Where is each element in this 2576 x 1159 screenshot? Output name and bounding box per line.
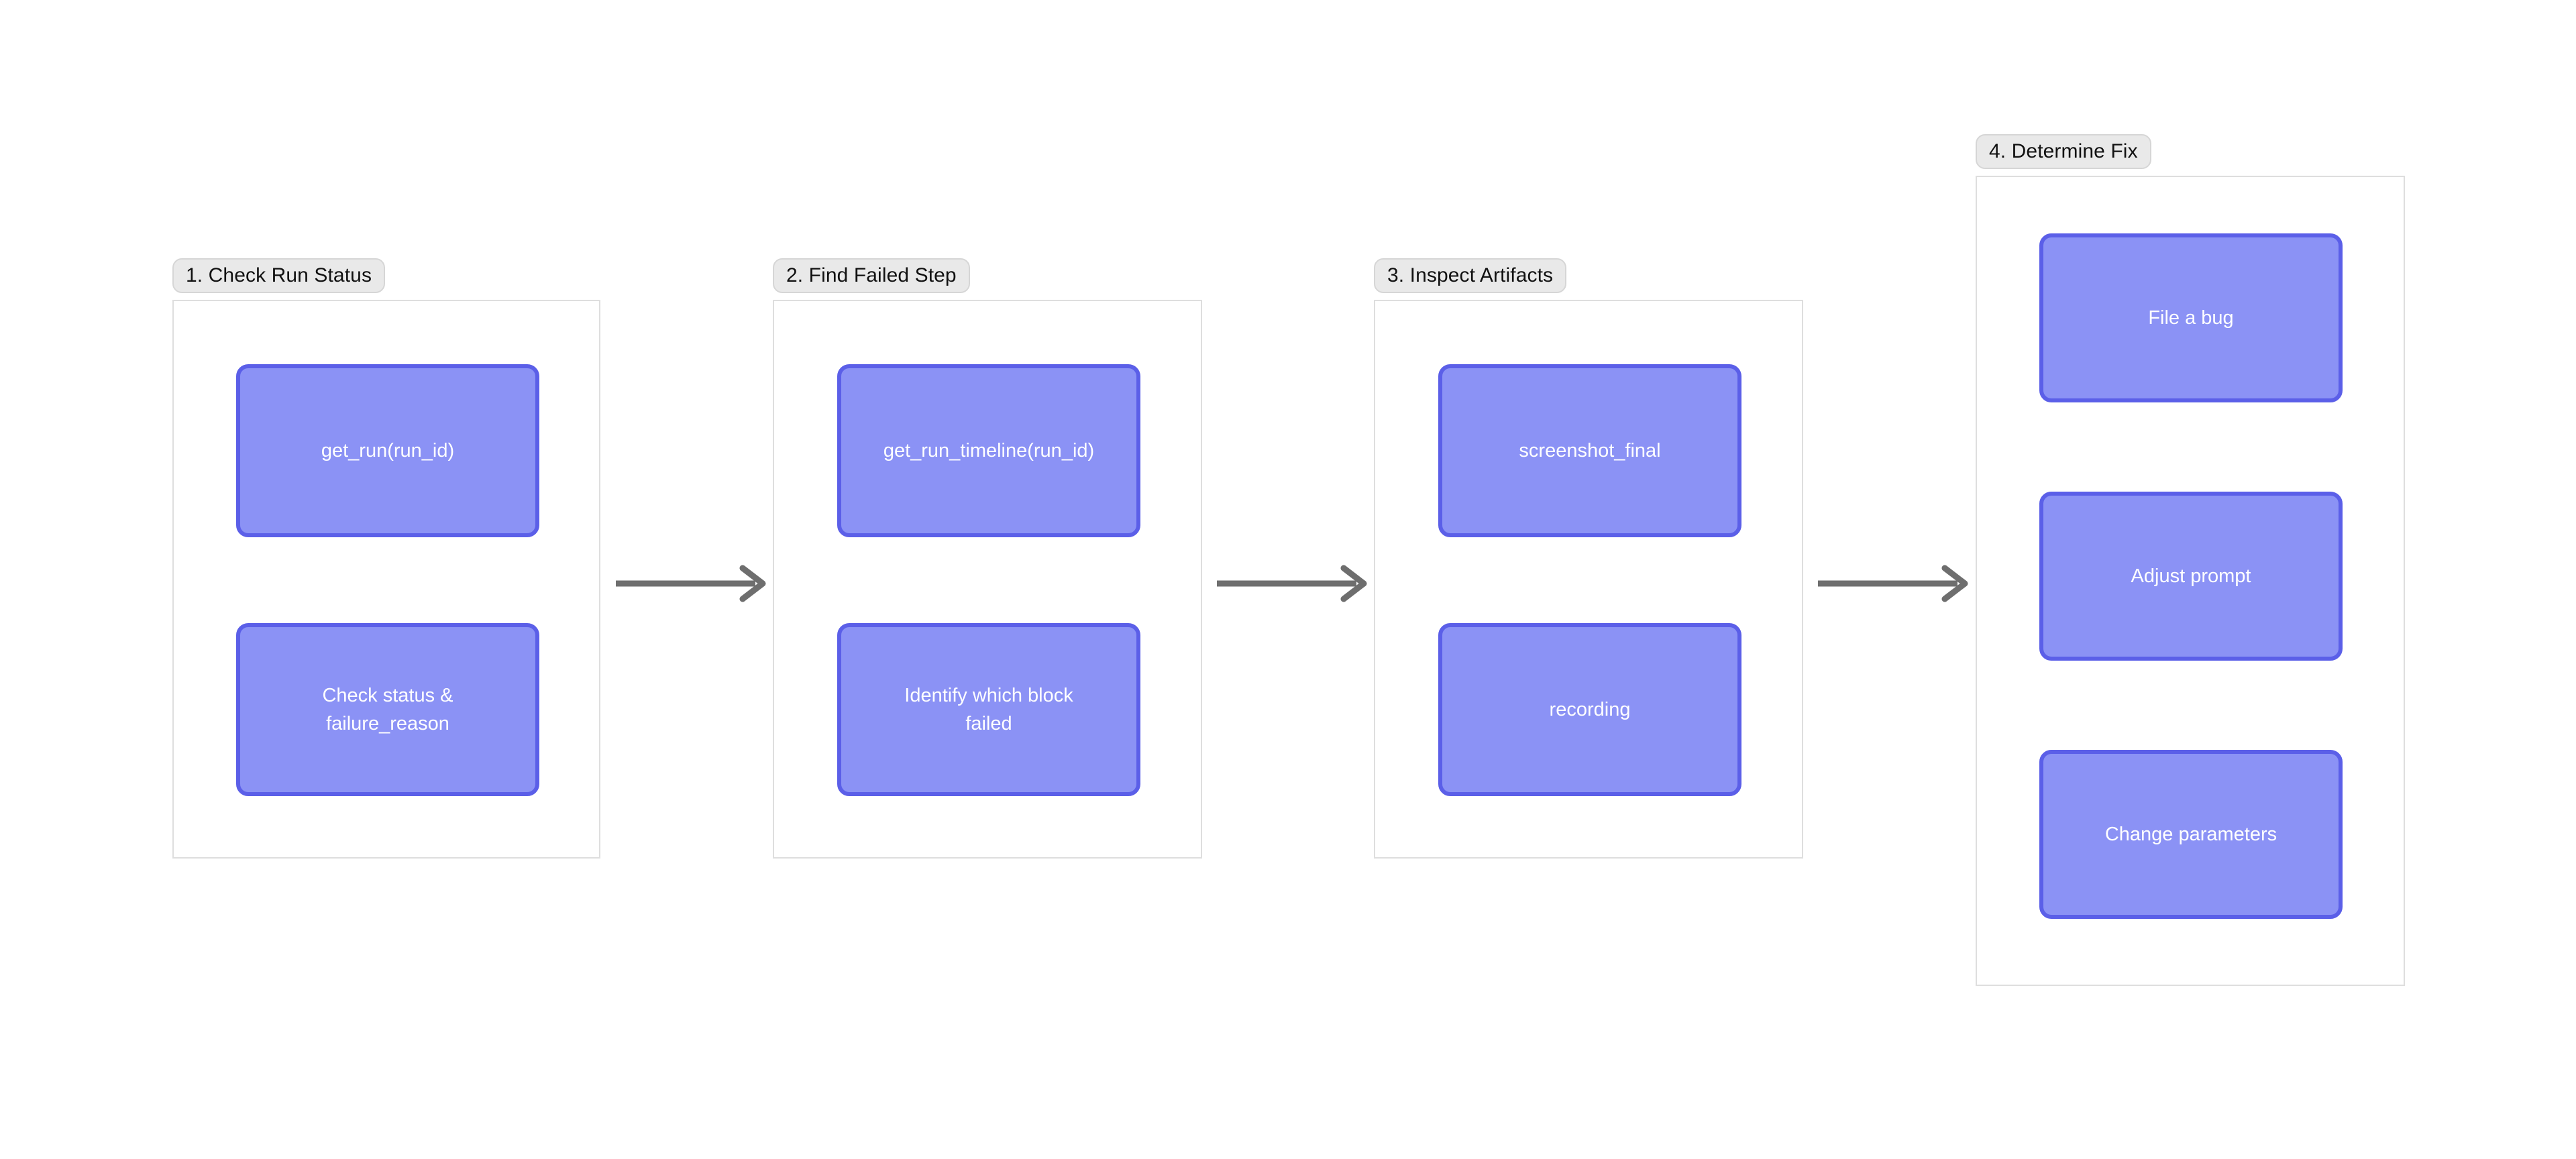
node-label-recording: recording	[1549, 698, 1631, 720]
group-badge-find-failed-step: 2. Find Failed Step	[773, 258, 970, 293]
node-label-change-parameters: Change parameters	[2104, 823, 2277, 845]
connector-arrow-2-3	[1217, 562, 1368, 605]
node-label-get-run: get_run(run_id)	[321, 439, 455, 461]
node-recording[interactable]: recording	[1438, 623, 1741, 796]
node-label-identify-block: Identify which block failed	[904, 684, 1073, 734]
node-label-adjust-prompt: Adjust prompt	[2131, 565, 2251, 587]
group-badge-determine-fix: 4. Determine Fix	[1976, 134, 2151, 169]
node-file-a-bug[interactable]: File a bug	[2039, 233, 2343, 402]
group-label-find-failed-step: 2. Find Failed Step	[786, 264, 957, 286]
group-label-inspect-artifacts: 3. Inspect Artifacts	[1387, 264, 1554, 286]
node-label-screenshot-final: screenshot_final	[1519, 439, 1661, 461]
node-label-get-run-timeline: get_run_timeline(run_id)	[883, 439, 1095, 461]
group-label-determine-fix: 4. Determine Fix	[1989, 140, 2138, 162]
group-badge-inspect-artifacts: 3. Inspect Artifacts	[1374, 258, 1567, 293]
node-change-parameters[interactable]: Change parameters	[2039, 750, 2343, 919]
node-screenshot-final[interactable]: screenshot_final	[1438, 364, 1741, 537]
node-check-status[interactable]: Check status & failure_reason	[236, 623, 539, 796]
node-label-check-status: Check status & failure_reason	[322, 684, 453, 734]
group-badge-check-run-status: 1. Check Run Status	[172, 258, 386, 293]
node-get-run-timeline[interactable]: get_run_timeline(run_id)	[837, 364, 1140, 537]
group-label-check-run-status: 1. Check Run Status	[186, 264, 372, 286]
node-identify-block[interactable]: Identify which block failed	[837, 623, 1140, 796]
connector-arrow-1-2	[616, 562, 767, 605]
connector-arrow-3-4	[1818, 562, 1970, 605]
node-adjust-prompt[interactable]: Adjust prompt	[2039, 492, 2343, 661]
node-get-run[interactable]: get_run(run_id)	[236, 364, 539, 537]
node-label-file-a-bug: File a bug	[2148, 307, 2234, 329]
